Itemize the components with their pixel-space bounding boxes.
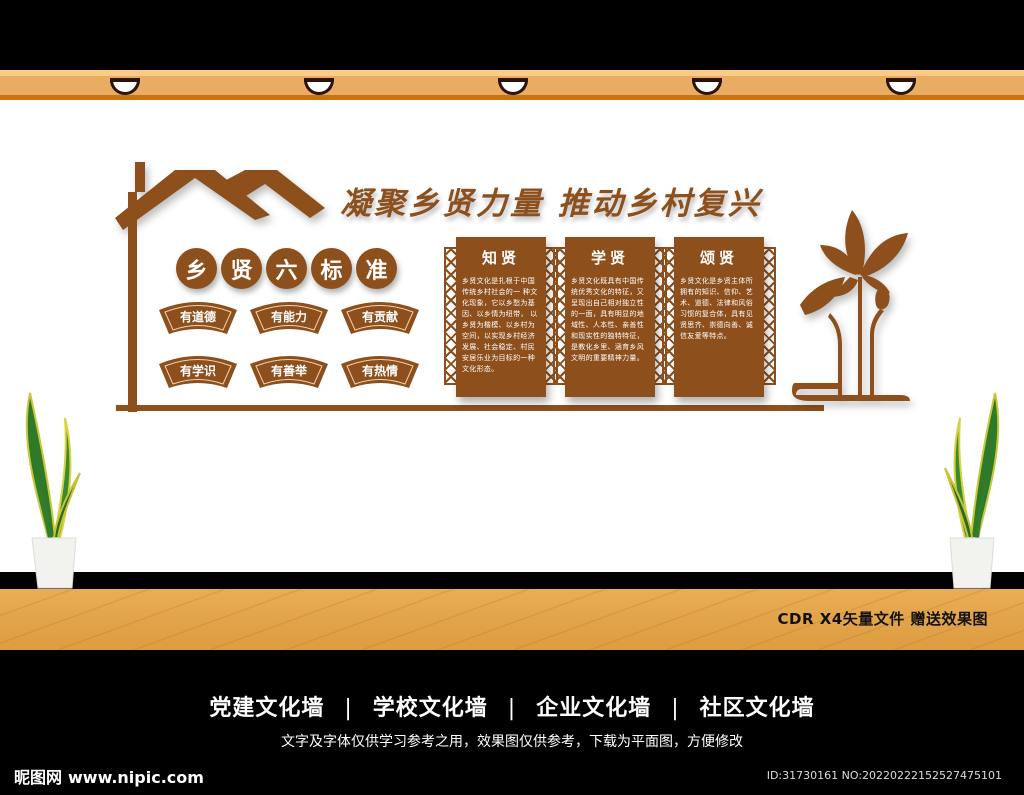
standard-badge: 有道德 [157,298,239,336]
footer-band [0,650,1024,795]
file-format-note: CDR X4矢量文件 赠送效果图 [777,610,988,628]
slogan-title: 凝聚乡贤力量 推动乡村复兴 [340,186,762,222]
standards-title-char: 六 [266,248,307,289]
logo-name: 昵图网 [14,768,63,787]
panel-heading: 知贤 [481,249,520,267]
ceiling-lamp-icon [886,78,916,95]
image-id-text: ID:31730161 NO:20220222152527475101 [766,769,1002,782]
panel-text: 乡贤文化是扎根于中国传统乡村社会的一 种文化现象，它以乡愁为基因、以乡情为纽带，… [462,277,538,373]
panel-songxian: 颂贤 乡贤文化是乡贤主体所拥有的知识、信仰、艺术、道德、法律和风俗习惯的复合体，… [662,237,776,397]
baseboard [0,572,1024,589]
standard-badge: 有学识 [157,352,239,390]
panel-heading: 学贤 [590,249,629,267]
disclaimer-text: 文字及字体仅供学习参考之用，效果图仅供参考，下载为平面图，方便修改 [281,734,743,750]
category-label: 企业文化墙 [536,696,652,721]
panel-text: 乡贤文化是乡贤主体所拥有的知识、信仰、艺术、道德、法律和风俗习惯的复合体，具有见… [680,277,753,340]
potted-plant-right-icon [944,392,1000,589]
standard-badge: 有贡献 [339,298,421,336]
panel-heading: 颂贤 [699,249,738,267]
panel-zhixian: 知贤 乡贤文化是扎根于中国传统乡村社会的一 种文化现象，它以乡愁为基因、以乡情为… [444,237,558,397]
site-logo[interactable]: 昵图网 www.nipic.com [14,764,204,788]
house-roof-icon [115,162,325,230]
separator: | [344,696,353,721]
standard-badge: 有热情 [339,352,421,390]
separator: | [507,696,517,721]
category-list: 党建文化墙 | 学校文化墙 | 企业文化墙 | 社区文化墙 [0,690,1024,722]
panel-xuexian: 学贤 乡贤文化既具有中国传统优秀文化的特征，又呈现出自己相对独立性的一面，具有明… [553,237,667,397]
ceiling-lamp-icon [304,78,334,95]
standard-badge: 有能力 [248,298,330,336]
category-label: 社区文化墙 [699,696,815,721]
potted-plant-left-icon [25,392,81,589]
lotus-icon [792,210,910,401]
wood-floor [0,589,1024,650]
category-label: 党建文化墙 [209,696,325,721]
logo-url[interactable]: www.nipic.com [68,768,204,787]
ceiling-lamp-icon [110,78,140,95]
house-baseline [116,405,824,411]
standard-badge: 有善举 [248,352,330,390]
panel-text: 乡贤文化既具有中国传统优秀文化的特征，又呈现出自己相对独立性的一面，具有明显的地… [571,277,644,362]
house-wall-post [128,192,137,412]
lattice-decoration [762,247,776,385]
standards-title-char: 标 [311,248,352,289]
standards-title-char: 乡 [176,248,217,289]
category-label: 学校文化墙 [372,696,488,721]
ceiling-lamp-icon [498,78,528,95]
ceiling-trim [0,70,1024,100]
ceiling-lamp-icon [692,78,722,95]
standards-title: 乡 贤 六 标 准 [176,248,397,289]
standards-title-char: 准 [356,248,397,289]
standards-title-char: 贤 [221,248,262,289]
separator: | [671,696,680,721]
top-black-band [0,0,1024,70]
